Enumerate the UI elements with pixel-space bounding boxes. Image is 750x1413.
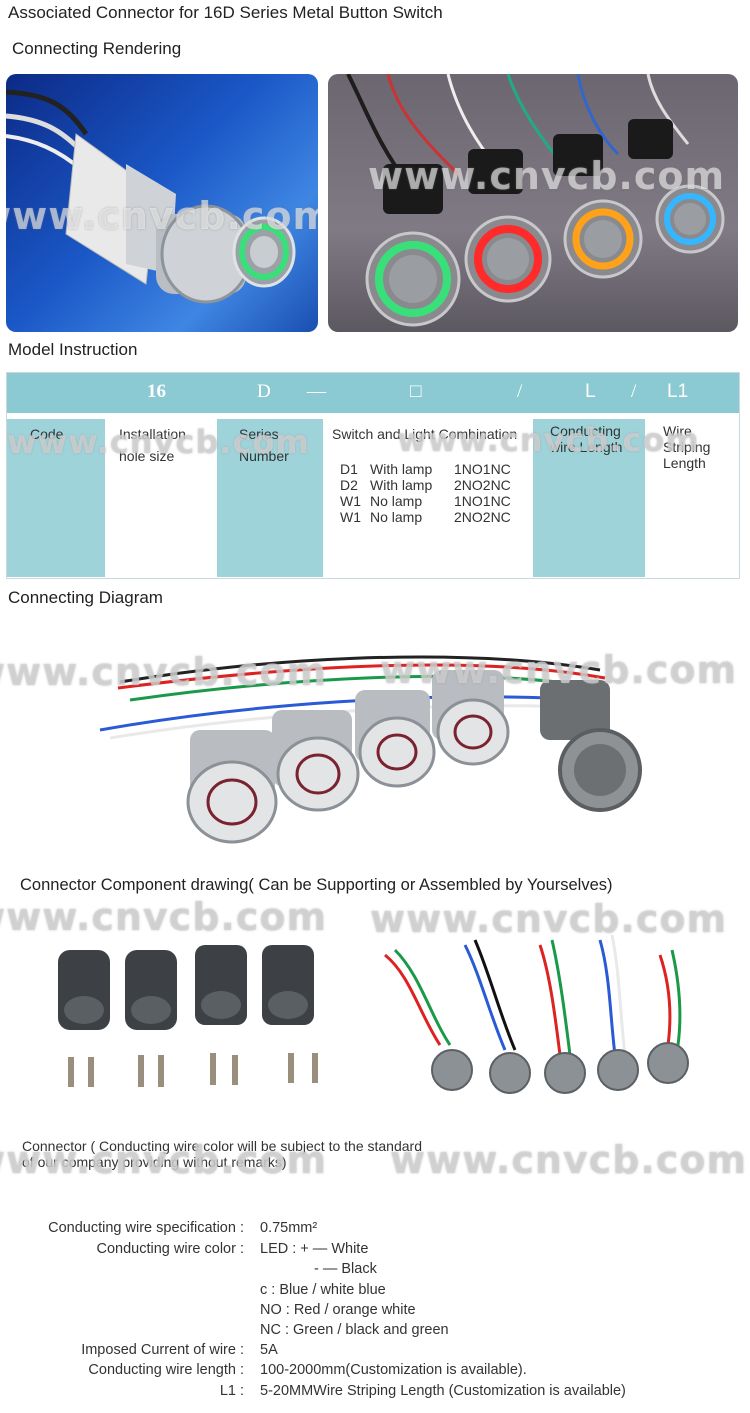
spec-value-color-c: c : Blue / white blue [260, 1282, 386, 1298]
watermark: www.cnvcb.com [397, 421, 700, 459]
watermark: www.cnvcb.com [0, 650, 328, 694]
watermark: www.cnvcb.com [380, 648, 738, 692]
watermark: www.cnvcb.com [7, 423, 310, 461]
connector-note: Connector ( Conducting wire color will b… [22, 1138, 422, 1170]
spec-label-wire-color: Conducting wire color : [96, 1241, 245, 1257]
spec-value-color-black: - — Black [314, 1261, 377, 1277]
switches-and-connector-illustration [99, 655, 642, 844]
component-drawing-image: www.cnvcb.com www.cnvcb.com [0, 895, 750, 1130]
watermark: www.cnvcb.com [370, 897, 728, 941]
section-heading-model: Model Instruction [8, 340, 138, 359]
header-dash: — [307, 381, 326, 402]
page-title: Associated Connector for 16D Series Meta… [8, 3, 443, 22]
rendering-photo-four: www.cnvcb.com [328, 74, 738, 332]
model-instruction-table: 16 D — □ / L / L1 Code Installation hole… [6, 372, 740, 579]
spec-value-color-no: NO : Red / orange white [260, 1302, 416, 1318]
watermark: www.cnvcb.com [368, 154, 726, 198]
spec-label-wire-length: Conducting wire length : [88, 1362, 244, 1378]
header-l: L [585, 381, 596, 402]
connector-parts-illustration [58, 934, 689, 1094]
rendering-photo-single: www.cnvcb.com [6, 74, 318, 332]
spec-value-l1: 5-20MMWire Striping Length (Customizatio… [260, 1383, 626, 1399]
header-l1: L1 [667, 381, 689, 402]
single-switch-illustration [6, 89, 296, 304]
header-d: D [257, 381, 271, 402]
section-heading-component: Connector Component drawing( Can be Supp… [20, 876, 613, 894]
spec-value-color-nc: NC : Green / black and green [260, 1322, 449, 1338]
column-installation-hole-size: Installation hole size [107, 419, 214, 577]
header-box: □ [410, 381, 422, 402]
watermark: www.cnvcb.com [6, 194, 318, 238]
section-heading-rendering: Connecting Rendering [12, 39, 182, 58]
column-label: Series Number [239, 426, 289, 464]
spec-label-l1: L1 : [219, 1383, 244, 1399]
watermark: www.cnvcb.com [0, 1138, 328, 1182]
watermark: www.cnvcb.com [390, 1138, 748, 1182]
spec-value-color-led: LED : + — White [260, 1241, 369, 1257]
column-series-number: Series Number [217, 419, 323, 577]
model-code-header: 16 D — □ / L / L1 [7, 373, 739, 413]
column-wire-striping-length: Wire Striping Length [647, 419, 739, 577]
spec-value-wire-length: 100-2000mm(Customization is available). [260, 1362, 527, 1378]
spec-value-wire-specification: 0.75mm² [260, 1220, 318, 1236]
column-label: Code [30, 426, 64, 442]
spec-label-imposed-current: Imposed Current of wire : [81, 1342, 244, 1358]
header-slash-2: / [631, 381, 637, 402]
column-label: Installation hole size [119, 426, 186, 464]
column-conducting-wire-length: Conducting wire Length [533, 419, 645, 577]
watermark: www.cnvcb.com [0, 895, 328, 939]
spec-label-wire-specification: Conducting wire specification : [48, 1220, 244, 1236]
column-code: Code [7, 419, 105, 577]
column-label: Wire Striping Length [663, 423, 711, 471]
section-heading-diagram: Connecting Diagram [8, 588, 163, 607]
column-label: Switch and Light Combination [332, 426, 518, 442]
four-switches-illustration [346, 74, 725, 327]
column-label: Conducting wire Length [550, 423, 623, 455]
header-16: 16 [147, 381, 166, 402]
header-slash-1: / [517, 381, 523, 402]
spec-value-imposed-current: 5A [260, 1342, 278, 1358]
connecting-diagram-image: www.cnvcb.com www.cnvcb.com [0, 620, 750, 860]
